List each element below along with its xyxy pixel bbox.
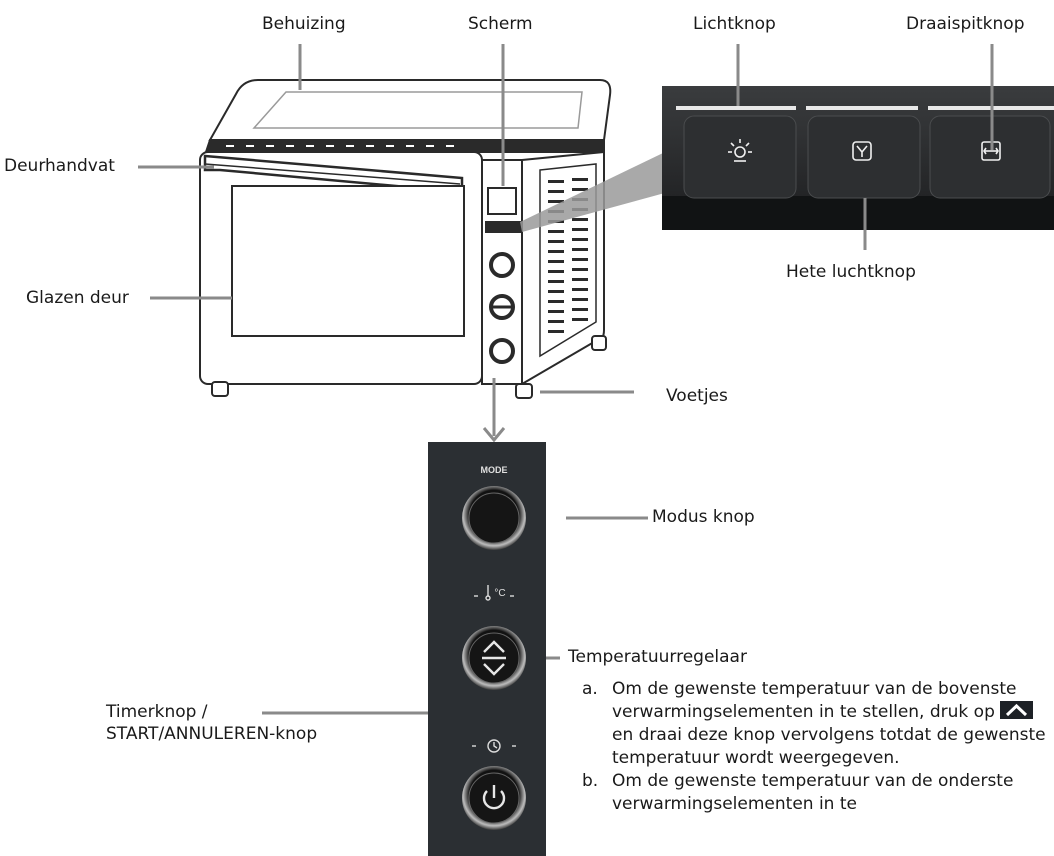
temperature-symbol-icon: [474, 585, 514, 601]
instruction-marker: b.: [582, 771, 599, 791]
light-bulb-icon: [728, 139, 752, 162]
fan-icon: [852, 141, 872, 161]
hot-air-button: [807, 115, 921, 199]
label-deurhandvat: Deurhandvat: [4, 156, 115, 176]
zoom-wedge: [520, 140, 705, 232]
mini-buttons: [485, 221, 521, 233]
oven-foot: [515, 383, 533, 399]
button-panel-closeup: [662, 86, 1054, 230]
label-voetjes: Voetjes: [666, 386, 728, 406]
label-scherm: Scherm: [468, 14, 533, 34]
label-lichtknop: Lichtknop: [693, 14, 776, 34]
instruction-marker: a.: [582, 679, 598, 699]
rotisserie-button: [929, 115, 1051, 199]
label-behuizing: Behuizing: [262, 14, 346, 34]
instruction-text: Om de gewenste temperatuur van de onders…: [612, 771, 1014, 814]
label-temperatuurregelaar: Temperatuurregelaar: [568, 647, 747, 667]
oven-vent-strip: [204, 139, 605, 153]
label-hete-luchtknop: Hete luchtknop: [786, 262, 916, 282]
instruction-text-before: Om de gewenste temperatuur van de bovens…: [612, 679, 1017, 722]
label-timerknop-line2: START/ANNULEREN-knop: [106, 724, 318, 744]
display-screen: [487, 187, 517, 215]
up-arrow-icon: [1000, 701, 1034, 719]
knob-panel-closeup: [428, 442, 546, 856]
temp-unit-label: °C: [494, 588, 505, 599]
oven-foot: [591, 335, 607, 351]
power-icon: [482, 785, 506, 810]
label-draaispitknop: Draaispitknop: [906, 14, 1025, 34]
temperature-instructions: a. Om de gewenste temperatuur van de bov…: [582, 678, 1052, 816]
up-down-arrows-icon: [482, 640, 506, 676]
mini-knobs: [489, 252, 515, 364]
label-glazen-deur: Glazen deur: [26, 288, 129, 308]
instruction-item: b. Om de gewenste temperatuur van de ond…: [582, 770, 1052, 816]
oven-foot: [211, 381, 229, 397]
clock-icon: [472, 739, 516, 753]
instruction-text-after: en draai deze knop vervolgens totdat de …: [612, 725, 1046, 768]
instruction-item: a. Om de gewenste temperatuur van de bov…: [582, 678, 1052, 770]
leader-lines: [138, 44, 994, 715]
label-modus-knop: Modus knop: [652, 507, 755, 527]
oven-illustration: [199, 79, 612, 399]
glass-door: [231, 185, 465, 337]
side-vents: [548, 178, 588, 333]
mode-label: MODE: [481, 465, 508, 475]
label-timerknop-line1: Timerknop /: [106, 702, 208, 722]
